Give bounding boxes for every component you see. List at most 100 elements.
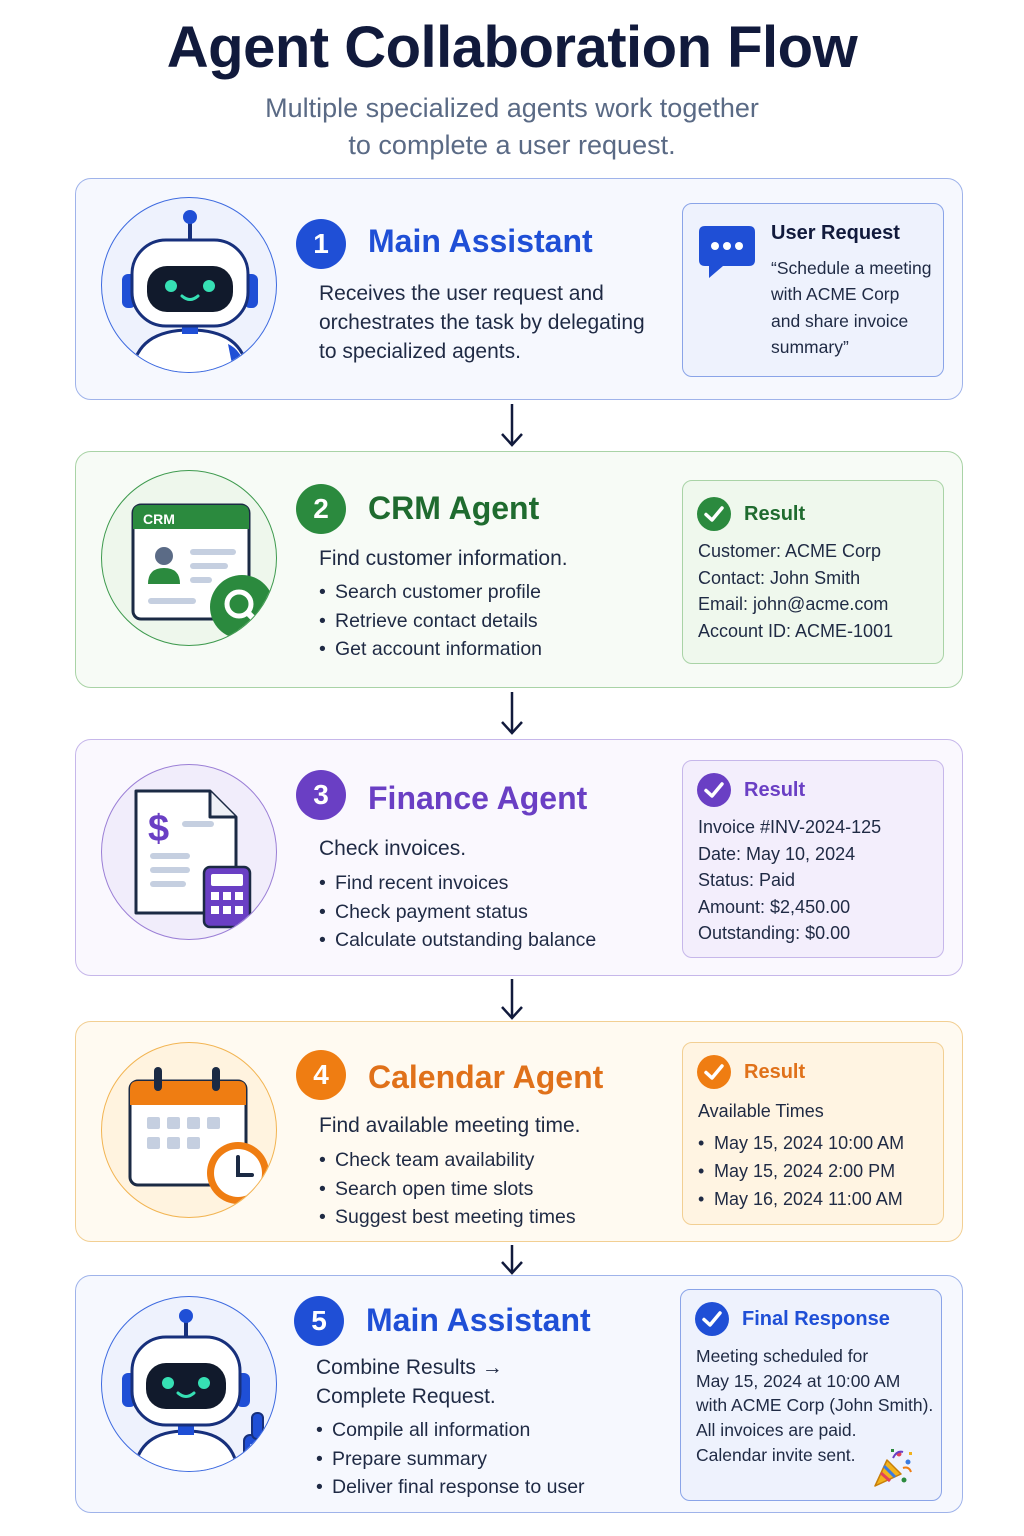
result-line: •May 15, 2024 2:00 PM — [698, 1161, 896, 1181]
step-title: Main Assistant — [366, 1302, 591, 1338]
result-lines: Meeting scheduled for May 15, 2024 at 10… — [696, 1344, 933, 1468]
panel-line: with ACME Corp — [771, 284, 900, 305]
step-number-badge: 5 — [294, 1296, 344, 1346]
bullet-item: Find recent invoices — [319, 869, 596, 898]
description-line: to specialized agents. — [319, 340, 521, 363]
step-title: Calendar Agent — [368, 1059, 604, 1095]
result-title: Final Response — [742, 1307, 890, 1330]
bullet-item: Compile all information — [316, 1416, 585, 1445]
step-title: CRM Agent — [368, 490, 540, 526]
final-response-panel: Final Response Meeting scheduled for May… — [680, 1289, 942, 1501]
result-line: Contact: John Smith — [698, 567, 861, 588]
step-card-calendar-agent: 4 Calendar Agent Find available meeting … — [75, 1021, 963, 1242]
page-title: Agent Collaboration Flow — [166, 15, 858, 80]
result-panel: Result Customer: ACME Corp Contact: John… — [682, 480, 944, 664]
flow-arrow-icon — [499, 690, 525, 736]
result-line: Amount: $2,450.00 — [698, 896, 851, 917]
result-line: with ACME Corp (John Smith). — [696, 1395, 934, 1416]
step-card-main-assistant-final: 5 Main Assistant Combine Results → Compl… — [75, 1275, 963, 1513]
step-description: Combine Results → Complete Request. — [316, 1353, 503, 1411]
result-subtitle: Available Times — [698, 1101, 824, 1121]
result-lines: •May 15, 2024 10:00 AM •May 15, 2024 2:0… — [698, 1129, 904, 1213]
step-bullets: Check team availability Search open time… — [319, 1146, 576, 1232]
result-header: Result — [697, 1055, 805, 1089]
result-panel: Result Invoice #INV-2024-125 Date: May 1… — [682, 760, 944, 958]
result-lines: Customer: ACME Corp Contact: John Smith … — [698, 538, 893, 644]
subtitle-line-2: to complete a user request. — [348, 130, 676, 160]
result-lines: Invoice #INV-2024-125 Date: May 10, 2024… — [698, 814, 881, 947]
description-line: Receives the user request and — [319, 282, 604, 305]
description-line: Combine Results → — [316, 1356, 503, 1379]
result-line: Meeting scheduled for — [696, 1346, 869, 1366]
result-line: Calendar invite sent. — [696, 1444, 856, 1465]
flow-arrow-icon — [499, 977, 525, 1021]
bullet-item: Suggest best meeting times — [319, 1203, 576, 1232]
result-header: Result — [697, 773, 805, 807]
robot-icon — [101, 197, 277, 373]
panel-lines: “Schedule a meeting with ACME Corp and s… — [771, 255, 932, 360]
step-description: Find customer information. — [319, 547, 568, 570]
result-line: Status: Paid — [698, 870, 796, 890]
step-card-finance-agent: $ 3 Finance Agent Check invoices. Find r… — [75, 739, 963, 976]
step-number-badge: 3 — [296, 770, 346, 820]
bullet-item: Prepare summary — [316, 1445, 585, 1474]
invoice-calculator-icon: $ — [101, 764, 277, 940]
result-line: •May 16, 2024 11:00 AM — [698, 1189, 903, 1209]
result-line: Account ID: ACME-1001 — [698, 620, 894, 641]
panel-line: and share invoice — [771, 310, 909, 331]
result-line: Invoice #INV-2024-125 — [698, 817, 882, 837]
result-title: Result — [744, 502, 806, 525]
flow-arrow-icon — [499, 402, 525, 448]
result-line: Outstanding: $0.00 — [698, 923, 851, 943]
crm-label: CRM — [143, 511, 175, 527]
subtitle-line-1: Multiple specialized agents work togethe… — [265, 93, 759, 123]
bullet-item: Check team availability — [319, 1146, 576, 1175]
page-subtitle: Multiple specialized agents work togethe… — [0, 90, 1024, 164]
result-header: Final Response — [695, 1302, 890, 1336]
chat-bubble-icon — [697, 222, 757, 282]
panel-line: summary” — [771, 336, 849, 357]
result-header: Result — [697, 497, 805, 531]
calendar-clock-icon — [101, 1042, 277, 1218]
bullet-item: Deliver final response to user — [316, 1473, 585, 1502]
step-bullets: Find recent invoices Check payment statu… — [319, 869, 596, 955]
step-title: Finance Agent — [368, 780, 588, 816]
result-line: All invoices are paid. — [696, 1420, 857, 1441]
panel-title: User Request — [771, 222, 900, 244]
result-line: Email: john@acme.com — [698, 594, 889, 614]
check-circle-icon — [695, 1302, 729, 1336]
bullet-item: Check payment status — [319, 898, 596, 927]
flow-arrow-icon — [499, 1243, 525, 1275]
description-line: orchestrates the task by delegating — [319, 311, 645, 334]
bullet-item: Search customer profile — [319, 578, 542, 607]
panel-line: “Schedule a meeting — [771, 258, 932, 278]
bullet-item: Retrieve contact details — [319, 607, 542, 636]
step-number-badge: 4 — [296, 1050, 346, 1100]
svg-text:$: $ — [148, 808, 169, 850]
step-description: Find available meeting time. — [319, 1114, 581, 1137]
step-number-badge: 2 — [296, 484, 346, 534]
result-line: Date: May 10, 2024 — [698, 843, 856, 864]
robot-thumbs-up-icon — [101, 1296, 277, 1472]
user-request-panel: User Request “Schedule a meeting with AC… — [682, 203, 944, 377]
result-title: Result — [744, 778, 806, 801]
bullet-item: Calculate outstanding balance — [319, 926, 596, 955]
step-description: Check invoices. — [319, 837, 467, 860]
check-circle-icon — [697, 497, 731, 531]
bullet-item: Search open time slots — [319, 1175, 576, 1204]
result-line: May 15, 2024 at 10:00 AM — [696, 1370, 901, 1391]
step-bullets: Compile all information Prepare summary … — [316, 1416, 585, 1502]
result-panel: Result Available Times •May 15, 2024 10:… — [682, 1042, 944, 1225]
party-popper-icon — [871, 1446, 915, 1490]
step-title: Main Assistant — [368, 223, 593, 259]
step-description: Receives the user request and orchestrat… — [319, 279, 645, 366]
result-line: Customer: ACME Corp — [698, 541, 882, 561]
check-circle-icon — [697, 1055, 731, 1089]
result-line: •May 15, 2024 10:00 AM — [698, 1133, 905, 1153]
description-line: Complete Request. — [316, 1385, 496, 1408]
crm-profile-search-icon: CRM — [101, 470, 277, 646]
step-card-main-assistant: 1 Main Assistant Receives the user reque… — [75, 178, 963, 400]
bullet-item: Get account information — [319, 635, 542, 664]
step-bullets: Search customer profile Retrieve contact… — [319, 578, 542, 664]
check-circle-icon — [697, 773, 731, 807]
